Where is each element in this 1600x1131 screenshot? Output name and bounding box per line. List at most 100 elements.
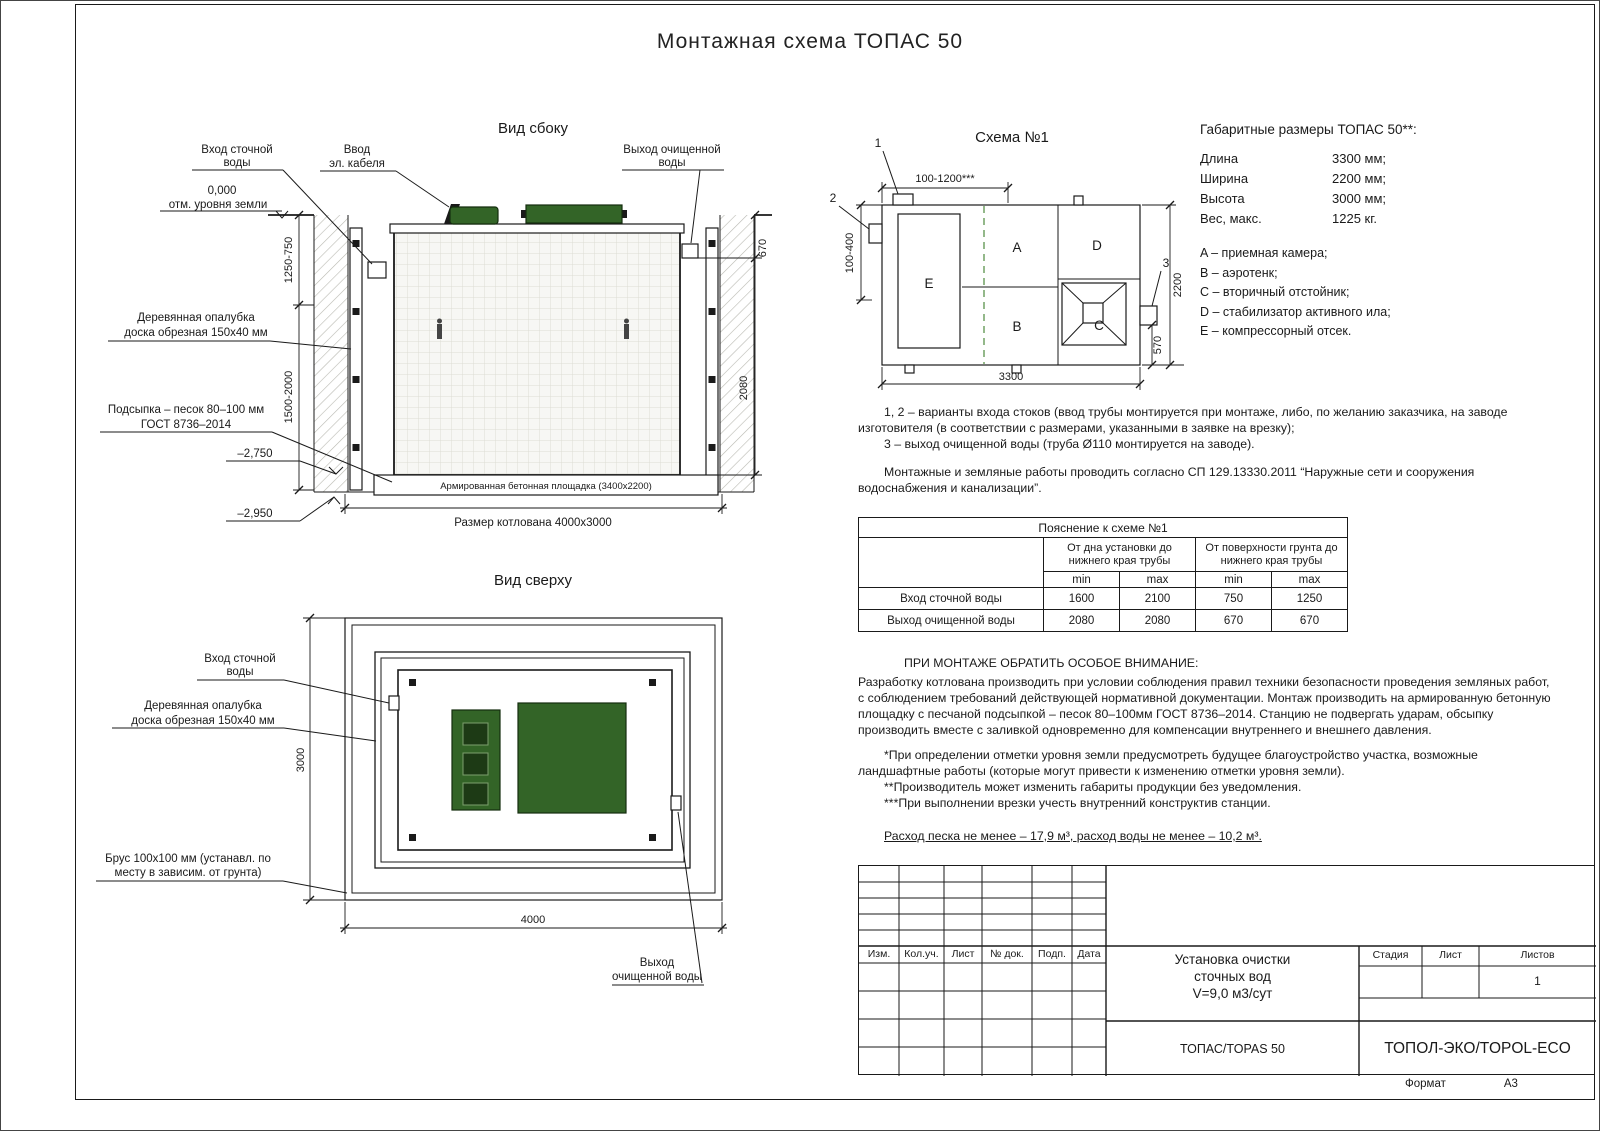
marker-2: 2 xyxy=(830,191,837,205)
dim-inlet2-position: 100-400 xyxy=(844,233,856,273)
svg-text:доска обрезная 150х40 мм: доска обрезная 150х40 мм xyxy=(131,715,275,727)
format-note: Формат А3 xyxy=(1405,1078,1518,1090)
legend-item: B – аэротенк; xyxy=(1200,265,1278,280)
schema-title: Схема №1 xyxy=(975,129,1049,146)
chamber-labels: E A B D C xyxy=(924,238,1104,334)
sheet-title: Монтажная схема ТОПАС 50 xyxy=(656,30,964,53)
outlet-callout: Выход очищенной xyxy=(623,144,720,156)
formwork-callout: Деревянная опалубка xyxy=(144,700,262,712)
tank-lid xyxy=(389,223,685,234)
note-sp-standard: Монтажные и земляные работы проводить со… xyxy=(858,464,1475,495)
col-min: min xyxy=(1195,571,1272,588)
col-data: Дата xyxy=(1077,948,1101,960)
zero-elevation-label: отм. уровня земли xyxy=(169,199,268,211)
svg-text:воды: воды xyxy=(223,157,250,169)
dim-outlet-from-bottom: 2080 xyxy=(738,376,750,400)
doc-title: Установка очистки сточных вод V=9,0 м3/с… xyxy=(1174,952,1291,1001)
pipe-stubs xyxy=(868,193,1158,374)
callout-labels: Вход сточной воды Деревянная опалубка до… xyxy=(96,653,704,986)
dimension-lines: 100-1200*** 100-400 3300 2200 570 xyxy=(844,173,1184,390)
bedding-callout: Подсыпка – песок 80–100 мм xyxy=(108,404,264,416)
legend-item: D – стабилизатор активного ила; xyxy=(1200,304,1391,319)
svg-text:воды: воды xyxy=(226,666,253,678)
col-max: max xyxy=(1271,571,1348,588)
sheet-label: Лист xyxy=(1439,949,1462,961)
legend-item: C – вторичный отстойник; xyxy=(1200,285,1350,299)
table-corner-cell xyxy=(858,537,1044,588)
format-value: А3 xyxy=(1503,1078,1518,1090)
formwork-boards xyxy=(349,227,719,491)
elevation-2950: –2,950 xyxy=(237,508,272,520)
table-group-2: От поверхности грунта до нижнего края тр… xyxy=(1195,537,1348,572)
lifting-lugs xyxy=(437,318,629,339)
vent-grilles xyxy=(462,722,489,806)
chamber-e: E xyxy=(924,276,933,291)
col-doc: № док. xyxy=(990,948,1024,960)
vent-cover xyxy=(449,206,499,225)
chamber-a: A xyxy=(1012,240,1021,255)
dimension-lines: 1250-750 1500-2000 670 2080 Размер котло… xyxy=(283,210,769,529)
pit-size-label: Размер котлована 4000х3000 xyxy=(454,517,612,529)
dim-pit-width: 3000 xyxy=(295,748,307,772)
svg-text:очищенной воды: очищенной воды xyxy=(612,971,702,983)
callout-labels: Вход сточной воды Ввод эл. кабеля Выход … xyxy=(100,144,724,483)
main-cover xyxy=(517,702,627,814)
markers: 1 2 3 xyxy=(830,136,1170,307)
corner-fasteners xyxy=(409,679,656,841)
chamber-c: C xyxy=(1094,318,1104,333)
inlet-pipe xyxy=(367,261,387,279)
marker-3: 3 xyxy=(1163,256,1170,270)
note-inlet-variants: 1, 2 – варианты входа стоков (ввод трубы… xyxy=(858,405,1508,436)
specs-title: Габаритные размеры ТОПАС 50**: xyxy=(1200,122,1417,137)
inlet-callout: Вход сточной xyxy=(201,144,272,156)
schema-notes: 1, 2 – варианты входа стоков (ввод трубы… xyxy=(858,404,1520,496)
stage-label: Стадия xyxy=(1372,949,1409,961)
outlet-stub xyxy=(670,795,682,811)
formwork-callout: Деревянная опалубка xyxy=(137,312,255,324)
cable-callout: Ввод xyxy=(344,144,371,156)
dim-outlet-height: 570 xyxy=(1152,336,1164,354)
svg-text:эл. кабеля: эл. кабеля xyxy=(329,158,385,170)
side-view-title: Вид сбоку xyxy=(498,120,568,137)
table-row: Выход очищенной воды 2080 2080 670 670 xyxy=(858,609,1348,632)
table-group-1: От дна установки до нижнего края трубы xyxy=(1043,537,1196,572)
outlet-pipe xyxy=(681,243,699,259)
schema-drawing: Схема №1 E A B D C 1 2 3 xyxy=(830,129,1184,390)
formwork-board-left xyxy=(349,227,363,491)
title-block: Изм. Кол.уч. Лист № док. Подп. Дата Уста… xyxy=(858,865,1596,1076)
dim-inlet-position: 100-1200*** xyxy=(915,173,975,185)
concrete-slab xyxy=(373,474,719,496)
format-label: Формат xyxy=(1405,1078,1446,1090)
col-podp: Подп. xyxy=(1038,948,1066,960)
side-view-drawing: Вид сбоку Ар xyxy=(100,120,772,529)
col-min: min xyxy=(1043,571,1120,588)
outlet-callout: Выход xyxy=(640,957,675,969)
product-name: ТОПАС/TOPAS 50 xyxy=(1180,1041,1285,1056)
inlet-callout: Вход сточной xyxy=(204,653,275,665)
attention-block: ПРИ МОНТАЖЕ ОБРАТИТЬ ОСОБОЕ ВНИМАНИЕ: Ра… xyxy=(858,656,1558,845)
dimension-lines: 3000 4000 xyxy=(295,613,727,934)
chamber-b: B xyxy=(1012,319,1021,334)
elevation-marks: 0,000 отм. уровня земли –2,750 –2,950 xyxy=(160,185,344,522)
spec-row: Вес, макс.1225 кг. xyxy=(1200,211,1377,226)
legend-item: A – приемная камера; xyxy=(1200,246,1328,260)
col-koluch: Кол.уч. xyxy=(904,948,939,960)
consumption-note: Расход песка не менее – 17,9 м³, расход … xyxy=(884,828,1262,843)
table-row: Вход сточной воды 1600 2100 750 1250 xyxy=(858,587,1348,610)
note-outlet: 3 – выход очищенной воды (труба Ø110 мон… xyxy=(884,437,1255,452)
company-name: ТОПОЛ-ЭКО/TOPOL-ECO xyxy=(1384,1039,1571,1057)
inlet-variant-2 xyxy=(868,223,883,244)
attention-p1: Разработку котлована производить при усл… xyxy=(858,674,1551,737)
beam-callout: Брус 100х100 мм (устанавл. по xyxy=(105,853,271,865)
chamber-d: D xyxy=(1092,238,1102,253)
chamber-legend: A – приемная камера; B – аэротенк; C – в… xyxy=(1200,244,1530,342)
col-list: Лист xyxy=(951,948,975,960)
attention-p3: **Производитель может изменить габариты … xyxy=(884,779,1302,794)
dim-pit-length: 4000 xyxy=(521,914,545,926)
top-view-title: Вид сверху xyxy=(494,572,573,589)
dim-depth-top: 1250-750 xyxy=(283,237,295,284)
